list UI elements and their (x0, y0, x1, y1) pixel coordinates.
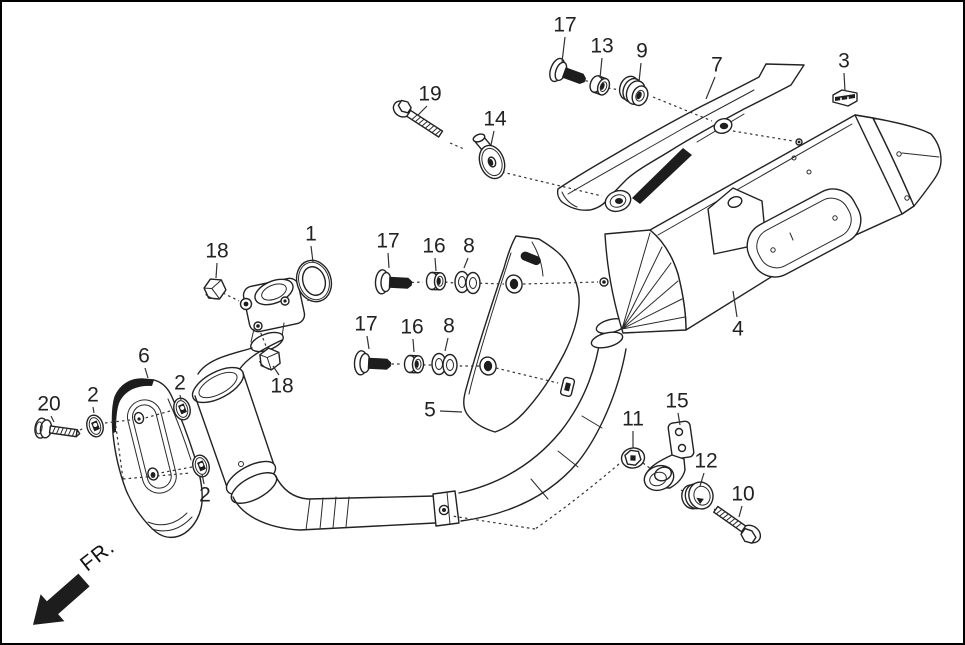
part-number-label: 2 (87, 384, 99, 407)
part-number-label: 9 (636, 40, 648, 63)
part-number-label: 18 (270, 375, 293, 398)
muffler-heat-shield-upper (556, 63, 805, 213)
pipe-protector-plate (462, 235, 580, 433)
callout-leader-line (201, 473, 205, 485)
clip-nut (192, 454, 210, 478)
callout-leader-line (490, 130, 495, 146)
callout-leader-line (412, 338, 415, 353)
callout-leader-line (561, 36, 566, 63)
callout-leader-line (439, 410, 463, 413)
callout-leader-line (434, 257, 437, 272)
callout-leader-line (387, 252, 390, 269)
callout-leader-line (732, 290, 738, 318)
part-number-label: 17 (553, 14, 576, 37)
clip-nut (173, 397, 191, 421)
hanger-bracket (643, 420, 695, 492)
cap-nut (259, 347, 281, 371)
callout-layer: 17 13 9 7 3 19 14 18 1 17 16 8 17 16 8 4 5 6 20 2 2 2 18 11 15 12… (37, 14, 850, 518)
flange-screw (34, 417, 81, 439)
part-number-label: 7 (711, 54, 723, 77)
button-screw (549, 57, 587, 85)
callout-leader-line (92, 406, 95, 414)
part-number-label: 5 (424, 399, 436, 422)
callout-leader-line (144, 367, 149, 379)
washer-pair (454, 270, 481, 295)
part-number-label: 16 (400, 316, 423, 339)
washer-pair (431, 352, 458, 377)
callout-leader-line (738, 505, 743, 518)
spacer-collar (589, 75, 611, 96)
callout-leader-line (215, 262, 218, 279)
part-number-label: 2 (174, 372, 186, 395)
part-number-label: 4 (732, 318, 744, 341)
callout-leader-line (677, 412, 681, 426)
flange-bolt (713, 505, 762, 544)
button-screw (374, 269, 413, 295)
callout-leader-line (463, 257, 469, 269)
part-number-label: 8 (443, 315, 455, 338)
button-screw (353, 350, 392, 376)
mount-collar (681, 481, 714, 510)
callout-leader-line (599, 57, 603, 79)
cap-nut (203, 278, 227, 300)
part-number-label: 20 (37, 393, 60, 416)
step-washer (472, 133, 506, 180)
callout-leader-line (417, 105, 428, 116)
part-number-label: 10 (731, 483, 754, 506)
callout-leader-line (310, 245, 314, 263)
exhaust-pipe-assembly (191, 277, 627, 531)
part-number-label: 11 (622, 408, 644, 431)
spacer-collar (403, 354, 425, 374)
part-number-label: 14 (483, 108, 507, 131)
callout-leader-line (699, 472, 705, 487)
rubber-grommet (618, 75, 649, 107)
part-number-label: 16 (422, 235, 445, 258)
part-number-label: 8 (463, 235, 475, 258)
flange-nut (620, 447, 646, 469)
gasket-ring (295, 259, 333, 303)
part-number-label: 17 (376, 230, 399, 253)
part-number-label: 2 (199, 484, 211, 507)
part-number-label: 17 (354, 313, 377, 336)
part-number-label: 19 (418, 83, 441, 106)
callout-leader-line (272, 365, 280, 376)
callout-leader-line (705, 76, 716, 100)
part-number-label: 18 (205, 240, 228, 263)
part-number-label: 1 (305, 223, 317, 246)
spacer-collar (425, 271, 447, 291)
flange-bolt (392, 99, 444, 138)
part-number-label: 15 (665, 390, 688, 413)
part-number-label: 6 (138, 345, 150, 368)
callout-leader-line (366, 335, 370, 350)
muffler (604, 114, 942, 334)
part-number-label: 12 (694, 450, 717, 473)
callout-leader-line (843, 72, 846, 92)
part-number-label: 3 (838, 50, 850, 73)
part-number-label: 13 (590, 35, 613, 58)
callout-leader-line (179, 394, 182, 401)
clip-nut (86, 414, 104, 438)
callout-leader-line (50, 415, 55, 423)
spring-clip (832, 89, 858, 107)
callout-leader-line (444, 337, 449, 352)
callout-leader-line (638, 62, 642, 83)
front-direction-arrow (33, 573, 90, 625)
